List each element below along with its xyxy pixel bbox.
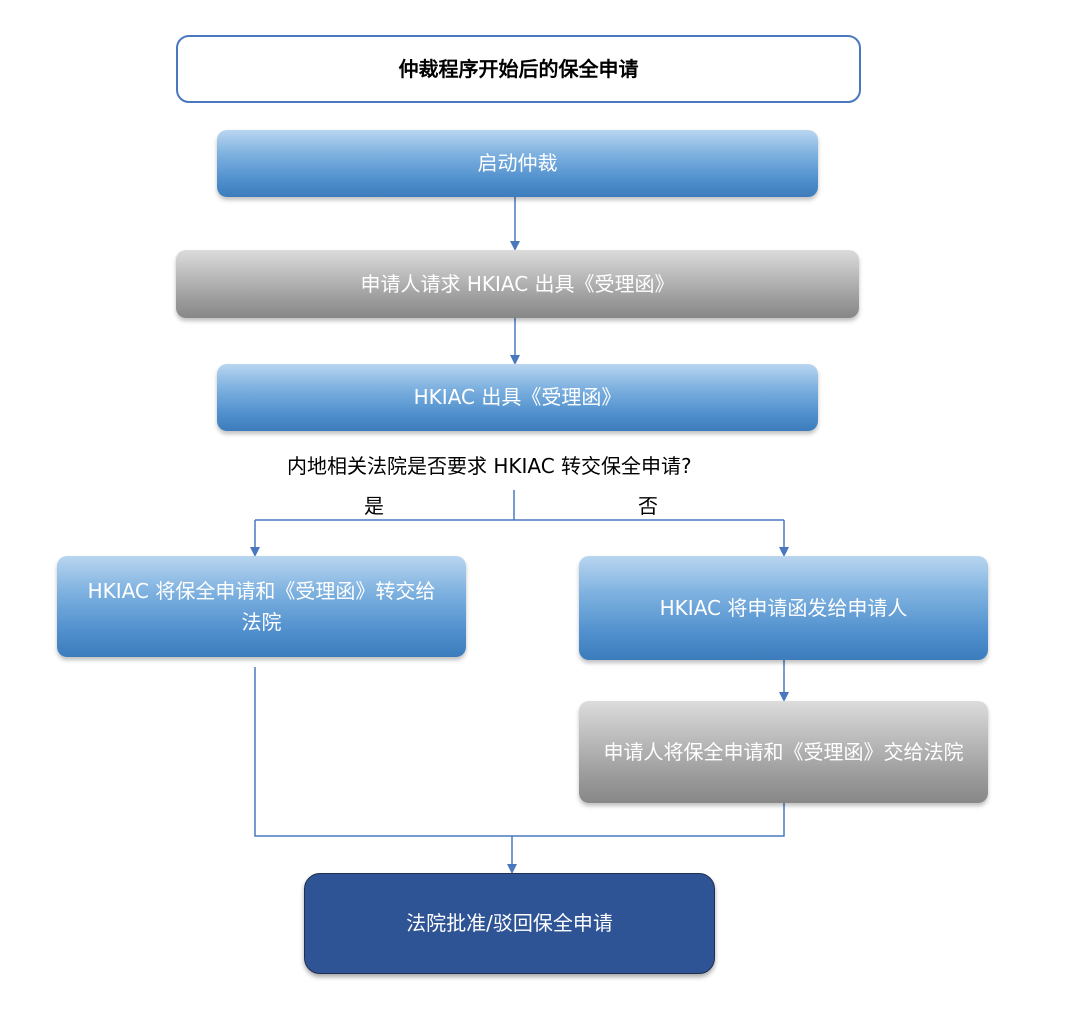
step-hkiac-issue-letter-label: HKIAC 出具《受理函》 <box>413 385 622 409</box>
step-court-decision-label: 法院批准/驳回保全申请 <box>406 911 613 935</box>
step-hkiac-issue-letter: HKIAC 出具《受理函》 <box>217 364 818 431</box>
branch-label-no: 否 <box>638 494 658 518</box>
step-applicant-request-letter-label: 申请人请求 HKIAC 出具《受理函》 <box>360 271 675 296</box>
step-court-decision: 法院批准/驳回保全申请 <box>304 873 715 974</box>
step-hkiac-send-letter-to-applicant: HKIAC 将申请函发给申请人 <box>579 556 988 660</box>
step-applicant-request-letter: 申请人请求 HKIAC 出具《受理函》 <box>176 250 859 318</box>
branch-label-yes: 是 <box>364 494 384 518</box>
step-applicant-submit-to-court-label: 申请人将保全申请和《受理函》交给法院 <box>603 739 964 764</box>
step-start-arbitration-label: 启动仲裁 <box>477 151 558 175</box>
step-applicant-submit-to-court: 申请人将保全申请和《受理函》交给法院 <box>579 701 988 803</box>
step-hkiac-forward-to-court-label: HKIAC 将保全申请和《受理函》转交给法院 <box>87 578 436 634</box>
step-start-arbitration: 启动仲裁 <box>217 130 818 197</box>
flowchart-title: 仲裁程序开始后的保全申请 <box>176 35 861 103</box>
merge-left-line <box>254 667 785 837</box>
step-hkiac-forward-to-court: HKIAC 将保全申请和《受理函》转交给法院 <box>57 556 466 657</box>
decision-question: 内地相关法院是否要求 HKIAC 转交保全申请? <box>287 454 692 478</box>
step-hkiac-send-letter-to-applicant-label: HKIAC 将申请函发给申请人 <box>659 595 908 620</box>
